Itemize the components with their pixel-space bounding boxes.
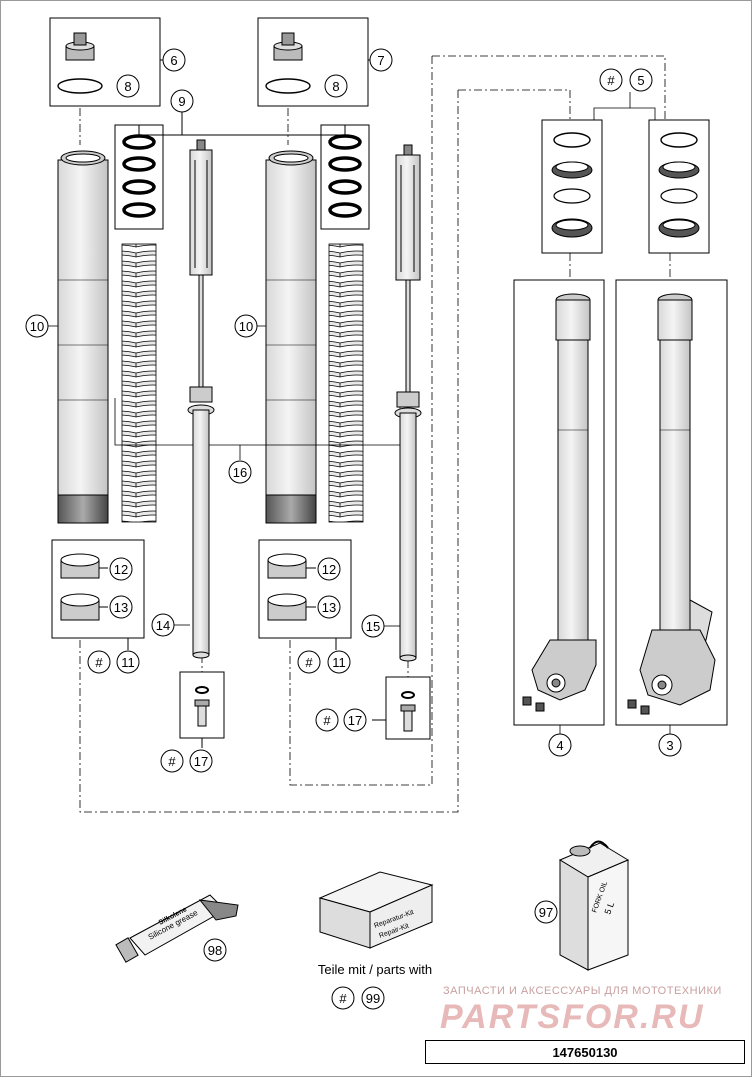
- cap-kit-left: [49, 17, 172, 107]
- callout-15: 15: [366, 619, 380, 634]
- callout-98: 98: [208, 943, 222, 958]
- callout-11-left: 11: [121, 655, 135, 670]
- outer-tube-left: [57, 150, 109, 524]
- inner-tube-3: [615, 279, 728, 726]
- callout-hash-99: #: [339, 991, 347, 1006]
- bushing-kit-left: [51, 539, 145, 650]
- callout-8-left: 8: [124, 79, 131, 94]
- callout-4: 4: [556, 738, 563, 753]
- callout-7: 7: [377, 53, 384, 68]
- bushing-kit-right: [258, 539, 352, 650]
- callout-13-left: 13: [114, 600, 128, 615]
- bolt-kit-right: [372, 676, 431, 740]
- callout-10-right: 10: [239, 319, 253, 334]
- repair-kit-box: Reparatur-Kit Repair-Kit: [318, 871, 434, 949]
- callout-10-left: 10: [30, 319, 44, 334]
- cartridge-right: [394, 144, 422, 662]
- outer-tube-right: [265, 150, 317, 524]
- watermark-logo: PARTSFOR.RU: [440, 998, 705, 1036]
- callout-12-left: 12: [114, 562, 128, 577]
- callout-97: 97: [539, 905, 553, 920]
- callout-17-left: 17: [194, 754, 208, 769]
- cartridge-left: [187, 139, 215, 659]
- callout-hash-17-right: #: [323, 713, 331, 728]
- callout-16: 16: [233, 465, 247, 480]
- callout-hash-17-left: #: [168, 754, 176, 769]
- seal-kit-left: [541, 119, 603, 254]
- callout-3: 3: [666, 738, 673, 753]
- can-label-line2: 5 L: [602, 901, 616, 916]
- inner-tube-4: [513, 279, 605, 726]
- callout-17-right: 17: [348, 713, 362, 728]
- watermark-tagline: ЗАПЧАСТИ И АКСЕССУАРЫ ДЛЯ МОТОТЕХНИКИ: [443, 985, 722, 997]
- bolt-kit-left: [179, 671, 225, 748]
- parts-caption: Teile mit / parts with: [317, 962, 433, 977]
- callout-6: 6: [170, 53, 177, 68]
- callout-12-right: 12: [322, 562, 336, 577]
- cap-kit-right: [257, 17, 380, 107]
- callout-11-right: 11: [332, 655, 346, 670]
- callout-8-right: 8: [332, 79, 339, 94]
- callout-hash-5: #: [607, 73, 615, 88]
- seal-kit-right: [648, 119, 710, 254]
- spring-left: [121, 243, 157, 523]
- callout-hash-11-left: #: [95, 655, 103, 670]
- fork-oil-can: FORK OIL 5 L: [558, 840, 630, 971]
- spring-right: [328, 243, 364, 523]
- part-number: 147650130: [425, 1040, 745, 1064]
- shim-kit: [114, 112, 370, 230]
- callout-hash-11-right: #: [305, 655, 313, 670]
- callout-9: 9: [178, 94, 185, 109]
- callout-99: 99: [366, 991, 380, 1006]
- callout-5: 5: [637, 73, 644, 88]
- callout-13-right: 13: [322, 600, 336, 615]
- callout-14: 14: [156, 618, 170, 633]
